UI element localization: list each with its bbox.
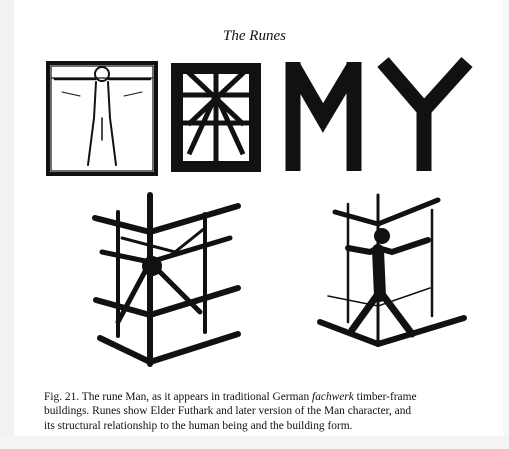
frame-top-left <box>332 209 381 227</box>
running-head: The Runes <box>223 28 286 44</box>
figure-arms <box>345 237 431 256</box>
rune-block-lattice <box>180 70 252 164</box>
left-middle-beam <box>99 249 153 265</box>
panel-hatching <box>61 91 143 97</box>
frame-sill-left <box>317 319 381 347</box>
right-cross-brace <box>173 226 207 254</box>
page-bottom-margin <box>0 436 509 449</box>
caption-line-1-start: Fig. 21. The rune Man, as it appears in … <box>44 391 313 403</box>
caption-line-3: its structural relationship to the human… <box>44 419 353 432</box>
frame-sill-right <box>375 315 467 347</box>
rune-block-panel <box>171 63 261 172</box>
human-in-frame-drawing <box>317 193 467 347</box>
figure-legs <box>348 290 416 338</box>
right-low-beam <box>147 285 241 318</box>
figure-torso <box>372 244 386 302</box>
right-middle-beam <box>147 235 233 265</box>
right-top-beam <box>147 203 241 235</box>
panel-frame <box>46 61 158 176</box>
left-cross-brace <box>120 236 177 254</box>
mannaz-rune <box>285 62 362 171</box>
later-man-rune <box>377 56 473 171</box>
timber-frame-drawing <box>92 192 241 367</box>
figure-body <box>87 81 117 166</box>
figure-head <box>94 66 110 82</box>
frame-top-right <box>375 197 441 227</box>
page-left-margin <box>0 0 14 449</box>
caption-line-2: buildings. Runes show Elder Futhark and … <box>44 405 412 418</box>
caption-italic-term: fachwerk <box>312 391 354 403</box>
vitruvian-man-panel <box>46 61 158 176</box>
page-right-margin <box>503 0 509 449</box>
man-figure-core <box>142 256 162 276</box>
left-top-beam <box>92 215 153 235</box>
figure-head-dark <box>374 228 390 244</box>
left-sill <box>97 335 153 365</box>
right-sill <box>147 331 241 365</box>
figure-caption: Fig. 21. The rune Man, as it appears in … <box>44 390 484 433</box>
caption-line-1: Fig. 21. The rune Man, as it appears in … <box>44 390 484 404</box>
caption-line-1-end: timber-frame <box>353 391 417 403</box>
